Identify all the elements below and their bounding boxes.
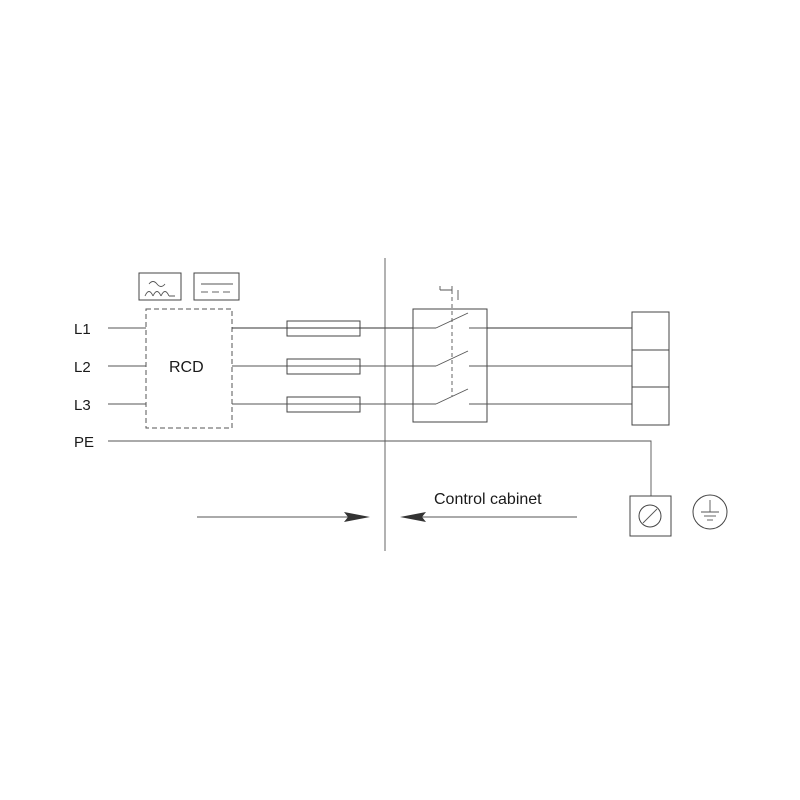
control-cabinet-label: Control cabinet: [434, 491, 542, 508]
rcd-box: [145, 308, 233, 429]
label-l1: L1: [74, 321, 91, 338]
pe-wire: [108, 440, 652, 496]
label-l2: L2: [74, 359, 91, 376]
fuse-l2: [286, 358, 361, 375]
arrow-left-icon: [400, 512, 577, 522]
main-switch: [412, 286, 488, 423]
terminal-block: [631, 311, 670, 426]
label-l3: L3: [74, 397, 91, 414]
protective-earth-icon: [692, 494, 728, 530]
rcd-type-ac-icon: [138, 272, 182, 301]
fuse-l3: [286, 396, 361, 413]
dc-symbol-icon: [193, 272, 240, 301]
label-pe: PE: [74, 434, 94, 451]
arrow-right-icon: [197, 512, 370, 522]
rcd-label: RCD: [169, 359, 204, 376]
slotted-terminal-icon: [629, 495, 672, 537]
